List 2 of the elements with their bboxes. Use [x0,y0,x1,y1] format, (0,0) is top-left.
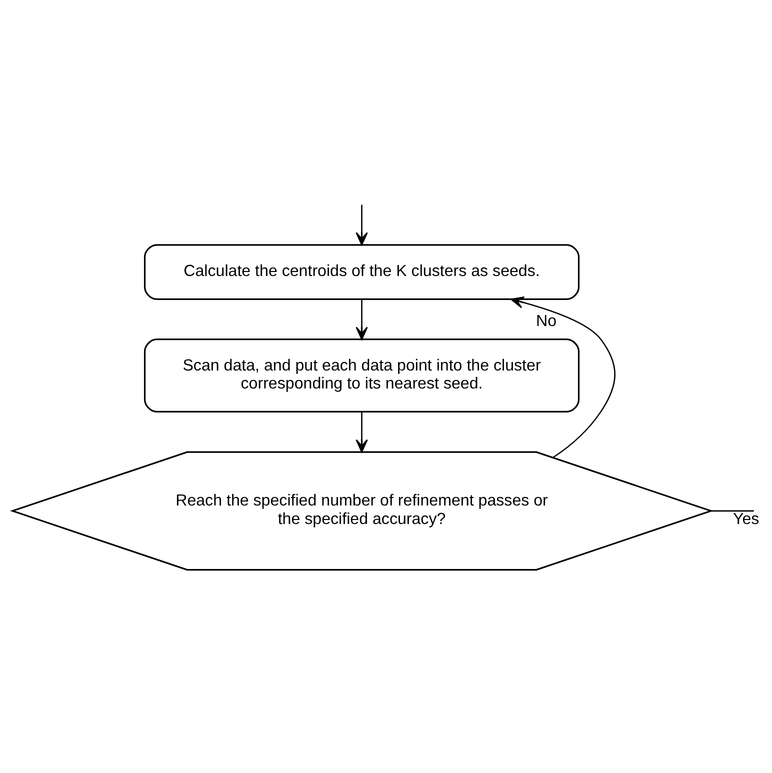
edge-label: Yes [732,509,760,528]
edge-label: No [536,312,557,330]
